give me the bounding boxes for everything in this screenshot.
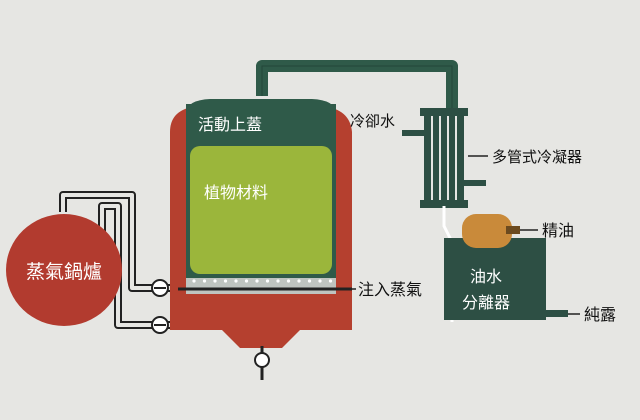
- steam-supply-pipes: [59, 191, 178, 329]
- multitube-condenser[interactable]: [424, 110, 464, 206]
- cooling-water-inlet[interactable]: [402, 130, 424, 136]
- oil-water-separator[interactable]: [444, 238, 546, 320]
- valve-lower[interactable]: [151, 316, 169, 334]
- steam-nozzle: [297, 279, 301, 283]
- steam-nozzle: [244, 279, 249, 283]
- condenser-tubes: [431, 116, 457, 200]
- steam-boiler: [6, 214, 122, 326]
- hydrosol-label: 純露: [584, 305, 616, 324]
- cooling-water-outlet[interactable]: [464, 180, 486, 186]
- condenser-label: 多管式冷凝器: [492, 148, 582, 166]
- hydrosol-outlet[interactable]: [546, 310, 568, 317]
- valve-upper[interactable]: [151, 279, 169, 297]
- steam-nozzle: [276, 279, 280, 283]
- steam-nozzle: [255, 279, 259, 283]
- steam-nozzle: [328, 279, 333, 283]
- lid-label: 活動上蓋: [198, 115, 262, 134]
- cooling-water-label: 冷卻水: [350, 112, 395, 130]
- steam-injection-label: 注入蒸氣: [358, 280, 422, 299]
- movable-lid: [186, 99, 336, 138]
- steam-nozzle: [202, 279, 207, 283]
- plant-material-label: 植物材料: [204, 183, 268, 202]
- steam-nozzle: [223, 279, 228, 283]
- drain-valve[interactable]: [254, 346, 270, 380]
- steam-nozzle: [192, 279, 196, 283]
- essential-oil-label: 精油: [542, 221, 574, 240]
- separator-label-line1: 油水: [470, 267, 502, 286]
- steam-nozzle: [318, 279, 322, 283]
- steam-nozzle: [265, 279, 270, 283]
- steam-nozzle: [307, 279, 312, 283]
- steam-nozzle: [286, 279, 291, 283]
- separator-label-line2: 分離器: [462, 293, 510, 312]
- boiler-label: 蒸氣鍋爐: [26, 261, 102, 283]
- steam-nozzle: [234, 279, 238, 283]
- plant-material: [190, 146, 332, 274]
- steam-nozzles: [178, 278, 352, 294]
- essential-oil-collector: [462, 214, 512, 248]
- steam-nozzle: [213, 279, 217, 283]
